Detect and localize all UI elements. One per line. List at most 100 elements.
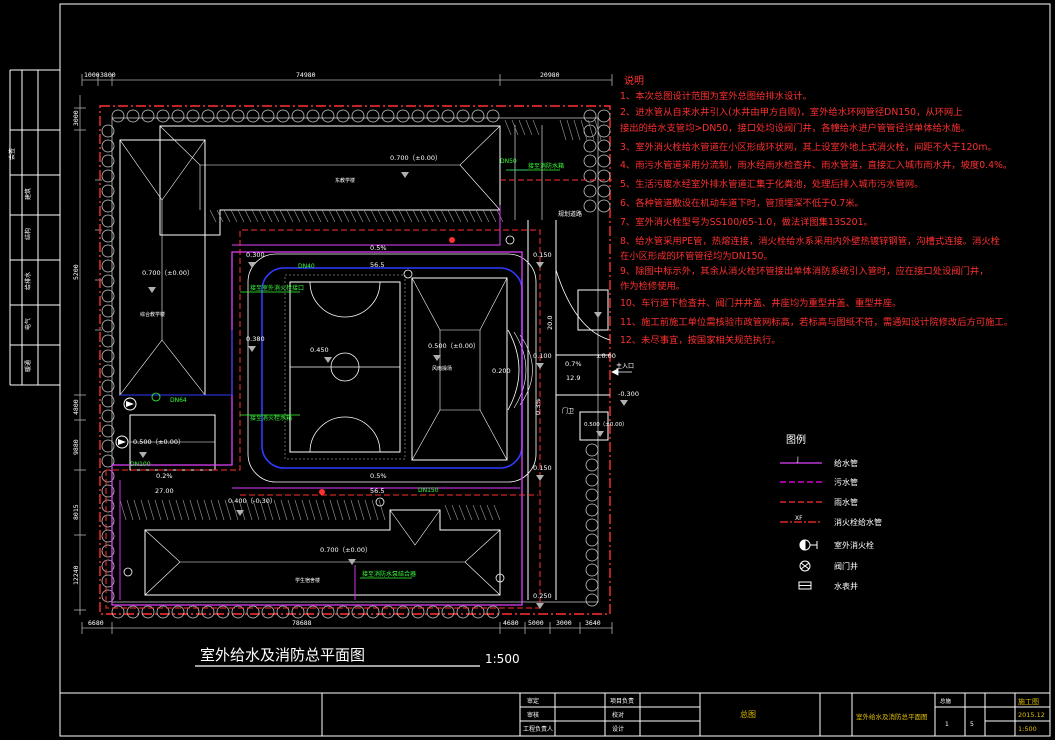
tb-stage: 施工图	[1018, 697, 1039, 706]
west-building-elev: 0.700（±0.00）	[142, 269, 194, 277]
legend-label-5: 阀门井	[834, 561, 858, 571]
tree	[101, 169, 115, 183]
perimeter-trees	[101, 109, 611, 619]
hydrant-label-c: 接至消防水泵结合器	[362, 570, 416, 578]
tree	[101, 304, 115, 318]
dim-bottom-0: 6680	[88, 619, 104, 627]
tb-total: 5	[970, 721, 974, 728]
slope-05-top: 0.5%	[370, 244, 387, 252]
point-0250: 0.250	[533, 592, 552, 600]
tree	[186, 109, 200, 123]
tree	[585, 473, 599, 487]
point-0200: 0.200	[492, 367, 511, 375]
drawing-scale: 1:500	[485, 652, 520, 666]
elevation-triangle	[148, 287, 156, 293]
tree	[426, 109, 440, 123]
tree	[101, 259, 115, 273]
east-small-building	[577, 289, 609, 331]
note-11: 作为检修使用。	[620, 280, 685, 292]
tree	[101, 544, 115, 558]
elevation-triangle	[596, 431, 604, 437]
tree	[585, 563, 599, 577]
tree	[585, 593, 599, 607]
tree	[441, 605, 455, 619]
valve-well-icon	[799, 560, 811, 572]
legend-label-2: 雨水管	[834, 497, 858, 507]
pipe-network	[105, 169, 612, 609]
tree	[583, 184, 597, 198]
elevation-triangle	[536, 262, 544, 268]
tree	[585, 548, 599, 562]
pipe-dn50: DN50	[500, 158, 517, 165]
dim-left-4: 8015	[72, 504, 80, 520]
tree	[101, 214, 115, 228]
tree	[101, 124, 115, 138]
plan-labels: 0.700（±0.00） 东教学楼 0.700（±0.00） 综合教学楼 0.7…	[130, 154, 639, 600]
hydrant-marker-2	[319, 489, 325, 495]
tree	[366, 605, 380, 619]
tree	[126, 605, 140, 619]
elevation-triangle	[536, 363, 544, 369]
length-565-bottom: 56.5	[370, 487, 384, 495]
note-12: 10、车行道下检查井、阀门井井盖、井座均为重型井盖、重型井座。	[620, 297, 901, 309]
tree	[156, 605, 170, 619]
tree	[101, 559, 115, 573]
elevation-triangle	[139, 452, 147, 458]
tb-project: 总图	[740, 709, 756, 719]
road-label: 规划道路	[558, 210, 582, 218]
tree	[336, 605, 350, 619]
dim-bottom-2: 4680	[503, 619, 519, 627]
tb-right-label-2: 设计	[612, 725, 624, 733]
tree	[441, 109, 455, 123]
point-pm000: ±0.00	[596, 352, 616, 360]
tree	[261, 605, 275, 619]
tree	[583, 109, 597, 123]
hydrant-icon	[799, 539, 818, 551]
tree	[141, 109, 155, 123]
tb-date: 2015.12	[1018, 711, 1045, 719]
elevation-triangle	[401, 172, 409, 178]
dim-top-0: 1000	[84, 71, 100, 79]
dim-bottom-3: 5000	[528, 619, 544, 627]
tb-scale: 1:500	[1018, 725, 1037, 733]
dim-left-5: 12240	[72, 565, 80, 585]
tb-sheet-name: 室外给水及消防总平面图	[856, 712, 928, 721]
tree	[171, 605, 185, 619]
point-0380: 0.380	[246, 335, 265, 343]
legend-label-0: 给水管	[834, 458, 858, 468]
legend-label-6: 水表井	[834, 581, 858, 591]
tree	[101, 454, 115, 468]
note-10: 9、除图中标示外，其余从消火栓环管接出单体消防系统引入管时，应在接口处设阀门井，	[620, 265, 989, 277]
tree	[156, 109, 170, 123]
tree	[426, 605, 440, 619]
slope-03: 0.3%	[534, 398, 542, 415]
site-boundary	[99, 105, 611, 615]
dim-top-3: 20980	[540, 71, 560, 79]
tree	[306, 605, 320, 619]
tree	[216, 605, 230, 619]
tree	[381, 605, 395, 619]
pipe-fittings	[115, 235, 515, 583]
tree	[306, 109, 320, 123]
tree	[396, 109, 410, 123]
tree	[597, 169, 611, 183]
note-0: 1、本次总图设计范围为室外总图给排水设计。	[620, 90, 812, 102]
dim-top-1: 3800	[100, 71, 116, 79]
tree	[101, 334, 115, 348]
north-building-elev: 0.700（±0.00）	[390, 154, 442, 162]
tb-right-label-1: 校对	[612, 711, 624, 719]
gate-label: 门卫	[562, 407, 574, 415]
title-block-texts: 审定 审核 工程负责人 项目负责 校对 设计 总图 室外给水及消防总平面图 总施…	[523, 697, 1045, 733]
tree	[101, 274, 115, 288]
tree	[201, 605, 215, 619]
tree	[411, 605, 425, 619]
tree	[111, 605, 125, 619]
tree	[597, 199, 611, 213]
tree	[597, 109, 611, 123]
elevation-triangle	[433, 355, 441, 361]
tree	[456, 605, 470, 619]
valve-well-4	[505, 235, 515, 245]
note-4: 4、雨污水管道采用分流制，雨水经雨水检查井、雨水管道，直接汇入城市雨水井，坡度0…	[620, 159, 1012, 171]
tb-right-label-0: 项目负责	[610, 697, 634, 705]
